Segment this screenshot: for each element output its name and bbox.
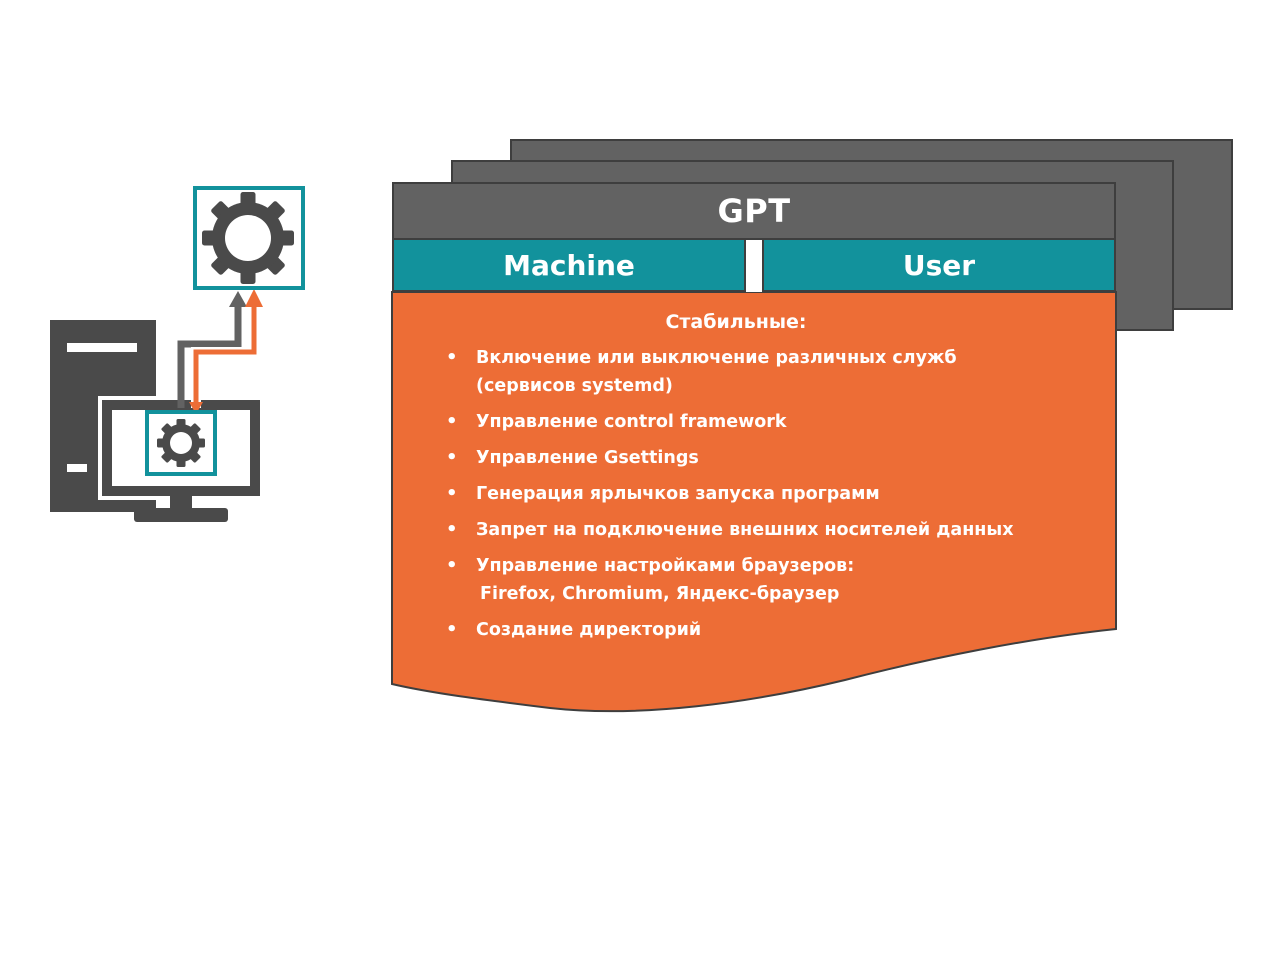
content-title: Стабильные: (665, 311, 807, 333)
bullet: • (446, 483, 458, 504)
bullet: • (446, 447, 458, 468)
bullet: • (446, 555, 458, 576)
gpt-content-panel (391, 291, 1117, 713)
list-item: • Управление control framework (446, 408, 1096, 436)
column-divider (746, 240, 762, 292)
orange-arrow-icon (189, 289, 263, 414)
list-item: • Генерация ярлычков запуска программ (446, 480, 1096, 508)
bullet: • (446, 411, 458, 432)
bullet: • (446, 347, 458, 368)
bullet: • (446, 519, 458, 540)
gpt-content: Стабильные: • Включение или выключение р… (446, 308, 1096, 652)
gpt-title: GPT (392, 182, 1116, 240)
user-column-header: User (762, 240, 1116, 292)
gray-arrow-icon (177, 291, 247, 408)
feature-list: • Включение или выключение различных слу… (446, 344, 1096, 644)
list-item: • Управление настройками браузеров: Fire… (446, 552, 1096, 608)
list-item: • Управление Gsettings (446, 444, 1096, 472)
list-item: • Запрет на подключение внешних носителе… (446, 516, 1096, 544)
client-computer-illustration (50, 186, 305, 522)
list-item: • Создание директорий (446, 616, 1096, 644)
gear-icon (157, 419, 205, 467)
bullet: • (446, 619, 458, 640)
list-item: • Включение или выключение различных слу… (446, 344, 1096, 400)
machine-column-header: Machine (392, 240, 746, 292)
gear-icon (202, 192, 294, 284)
